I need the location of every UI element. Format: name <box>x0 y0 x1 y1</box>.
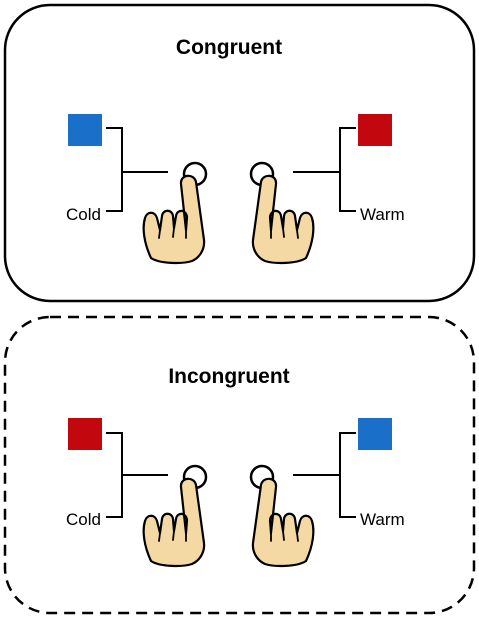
left-bracket <box>106 432 168 518</box>
panel-incongruent: Incongruent Cold Warm <box>3 315 476 615</box>
panel-border-solid <box>3 3 476 303</box>
left-color-square <box>68 114 102 146</box>
right-label: Warm <box>360 510 405 529</box>
left-label: Cold <box>66 510 101 529</box>
panel-congruent: Congruent Cold Warm <box>3 3 476 303</box>
panel-title: Incongruent <box>168 365 289 388</box>
left-hand-pointing-icon <box>142 477 206 568</box>
panel-border-dashed <box>3 315 476 615</box>
left-color-square <box>68 418 102 450</box>
right-bracket <box>293 127 356 212</box>
right-hand-pointing-icon <box>251 174 315 265</box>
right-bracket <box>293 432 356 518</box>
right-hand-pointing-icon <box>251 477 315 568</box>
left-label: Cold <box>66 205 101 224</box>
right-color-square <box>358 418 392 450</box>
right-color-square <box>358 114 392 146</box>
left-bracket <box>106 127 168 212</box>
panel-title: Congruent <box>176 36 282 59</box>
left-hand-pointing-icon <box>142 174 206 265</box>
right-label: Warm <box>360 205 405 224</box>
